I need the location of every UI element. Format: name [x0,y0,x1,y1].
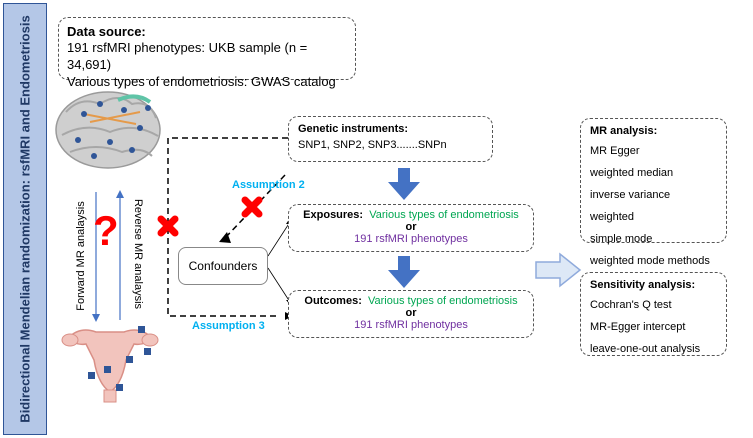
sensitivity-method: Cochran's Q test [590,299,672,311]
outcomes-title: Outcomes: [304,295,362,307]
data-source-title: Data source: [67,24,146,39]
exposures-option-a: Various types of endometriosis [369,209,519,221]
sensitivity-method: MR-Egger intercept [590,321,686,333]
exposures-option-b: 191 rsfMRI phenotypes [354,233,468,245]
down-arrow-1 [388,168,420,200]
sensitivity-analysis-box: Sensitivity analysis: Cochran's Q test M… [580,272,727,356]
exposures-box: Exposures: Various types of endometriosi… [288,204,534,252]
assumption-2-label: Assumption 2 [232,179,305,191]
data-source-line-1: 191 rsfMRI phenotypes: UKB sample (n = 3… [67,40,308,72]
mr-method: weighted mode methods [590,255,710,267]
mr-method: MR Egger [590,145,640,157]
genetic-instruments-box: Genetic instruments: SNP1, SNP2, SNP3...… [288,116,493,162]
uterus-illustration [61,326,159,403]
confounders-box: Confounders [178,247,268,285]
genetic-title: Genetic instruments: [298,123,409,135]
mr-method: inverse variance weighted [590,189,671,223]
outcomes-option-a: Various types of endometriosis [368,295,518,307]
red-cross-marks [157,196,263,237]
right-arrow [535,252,582,288]
assumption-3-label: Assumption 3 [192,320,265,332]
genetic-snps: SNP1, SNP2, SNP3.......SNPn [298,139,447,151]
reverse-mr-label: Reverse MR analaysis [132,198,144,310]
question-mark: ? [93,207,119,254]
assumption-lines [167,137,288,317]
mr-method: simple mode [590,233,653,245]
sensitivity-method: leave-one-out analysis [590,343,701,355]
mr-method: weighted median [590,167,674,179]
brain-illustration [55,91,161,169]
confounders-label: Confounders [188,259,258,273]
exposures-or: or [405,221,417,233]
mr-analysis-title: MR analysis: [590,125,658,137]
mr-analysis-box: MR analysis: MR Egger weighted median in… [580,118,727,267]
forward-mr-label: Forward MR analaysis [75,201,87,311]
data-source-line-2: Various types of endometriosis: GWAS cat… [67,74,336,89]
outcomes-box: Outcomes: Various types of endometriosis… [288,290,534,338]
exposures-title: Exposures: [303,209,364,221]
sensitivity-title: Sensitivity analysis: [590,279,696,291]
sidebar-banner: Bidirectional Mendelian randomization: r… [3,3,47,435]
outcomes-or: or [405,307,417,319]
outcomes-option-b: 191 rsfMRI phenotypes [354,319,468,331]
down-arrow-2 [388,256,420,288]
data-source-box: Data source: 191 rsfMRI phenotypes: UKB … [58,17,356,89]
